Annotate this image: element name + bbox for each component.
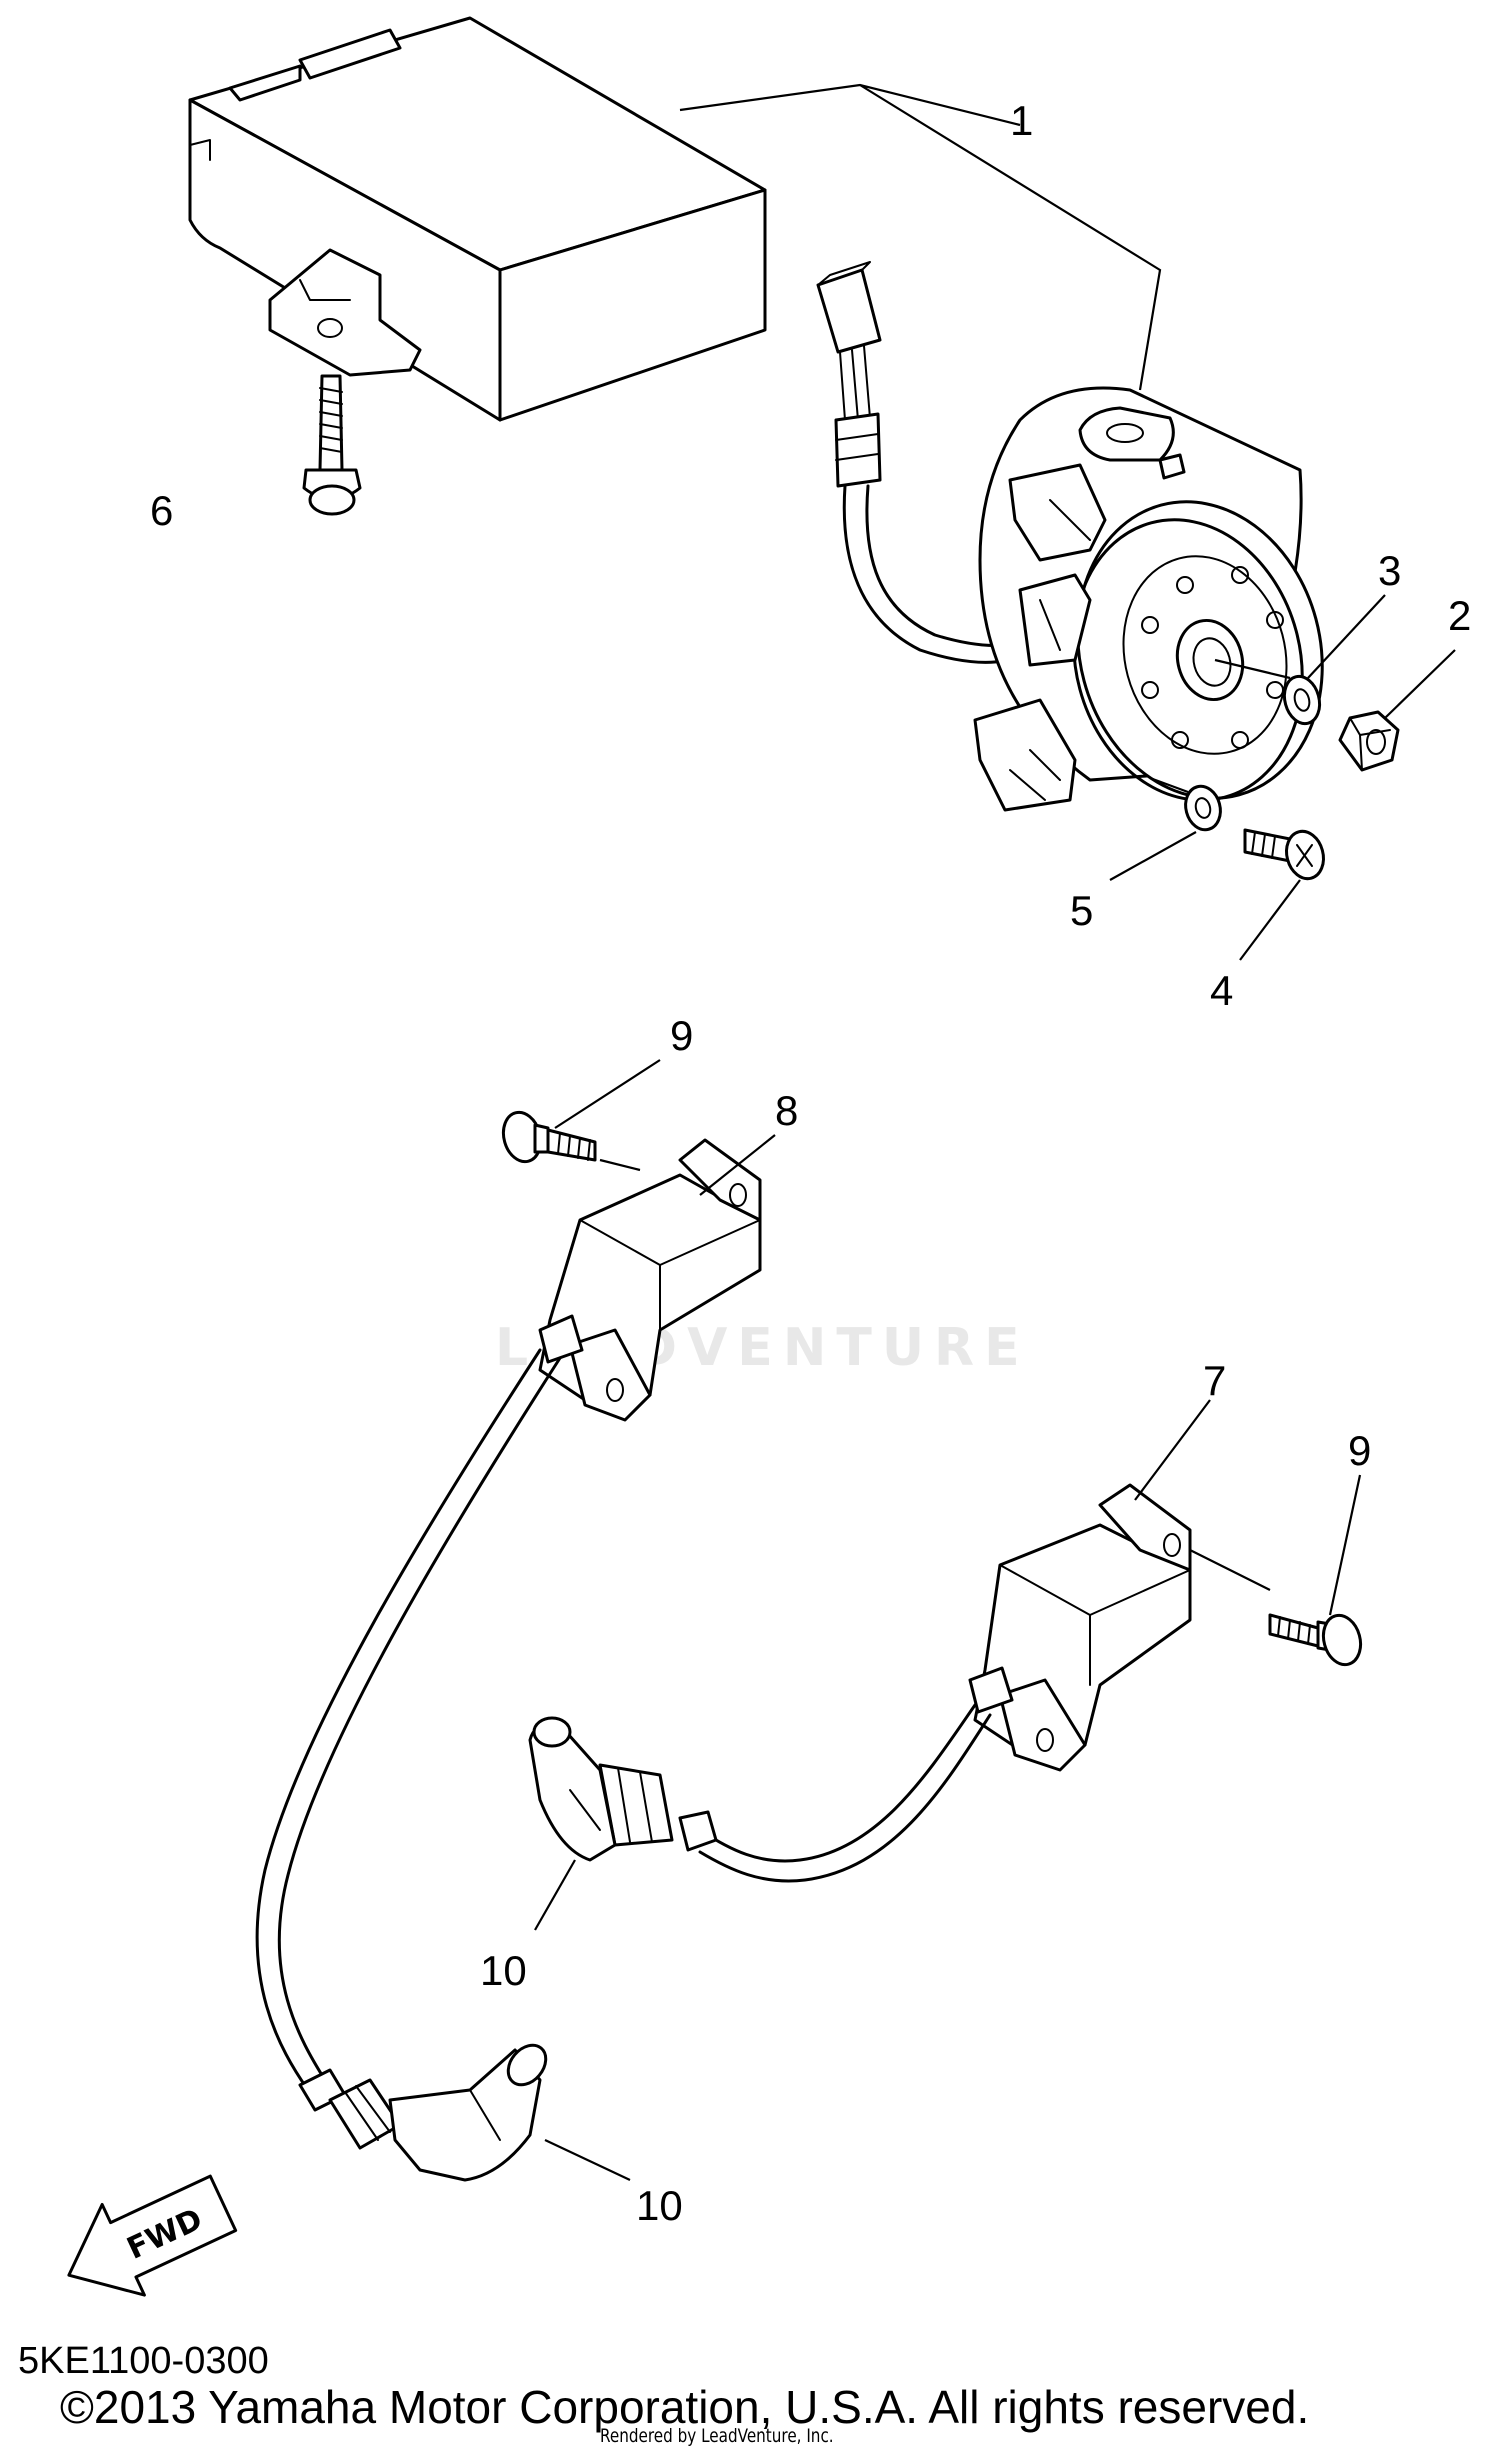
bolt-6[interactable]	[302, 374, 362, 516]
plug-cap-10-upper[interactable]	[528, 1716, 674, 1862]
ht-lead-8[interactable]	[255, 1348, 562, 2112]
leader-10a	[534, 1859, 576, 1931]
callout-4: 4	[1210, 967, 1233, 1014]
callout-10-lower: 10	[636, 2182, 683, 2229]
callout-9-upper: 9	[670, 1012, 693, 1059]
bolt-9-upper[interactable]	[498, 1108, 597, 1166]
washer-5[interactable]	[1181, 782, 1225, 833]
screw-4[interactable]	[1243, 827, 1329, 883]
callout-1: 1	[1010, 97, 1033, 144]
rendered-by-text: Rendered by LeadVenture, Inc.	[600, 2425, 834, 2447]
leader-2	[1384, 649, 1456, 719]
copyright-text: ©2013 Yamaha Motor Corporation, U.S.A. A…	[60, 2381, 1310, 2433]
callout-10-upper: 10	[480, 1947, 527, 1994]
leader-10b	[544, 2139, 631, 2181]
callout-8: 8	[775, 1087, 798, 1134]
nut-2[interactable]	[1338, 710, 1400, 772]
plug-cap-10-lower[interactable]	[328, 2038, 553, 2182]
leader-7	[1134, 1399, 1271, 1591]
washer-3[interactable]	[1279, 672, 1324, 727]
callout-7: 7	[1203, 1357, 1226, 1404]
callout-3: 3	[1378, 547, 1401, 594]
leader-hub	[1214, 658, 1291, 680]
leader-3	[1307, 594, 1386, 679]
callout-5: 5	[1070, 887, 1093, 934]
ignition-coil-7[interactable]	[968, 1483, 1192, 1772]
leader-9a	[554, 1059, 661, 1172]
ignition-coil-8[interactable]	[538, 1138, 762, 1422]
stator-assembly[interactable]	[816, 261, 1355, 826]
fwd-arrow-icon: FWD	[67, 2174, 238, 2297]
leader-8	[699, 1134, 776, 1196]
leader-5	[1109, 776, 1197, 881]
ht-lead-7[interactable]	[678, 1703, 992, 1883]
callout-6: 6	[150, 487, 173, 534]
leader-4	[1239, 879, 1301, 961]
leader-1	[679, 83, 1162, 391]
bolt-9-right[interactable]	[1268, 1611, 1366, 1669]
leader-9b	[1328, 1474, 1362, 1616]
diagram-code: 5KE1100-0300	[18, 2340, 269, 2382]
callout-2: 2	[1448, 592, 1471, 639]
cdi-unit[interactable]	[188, 16, 767, 422]
callout-9-right: 9	[1348, 1427, 1371, 1474]
